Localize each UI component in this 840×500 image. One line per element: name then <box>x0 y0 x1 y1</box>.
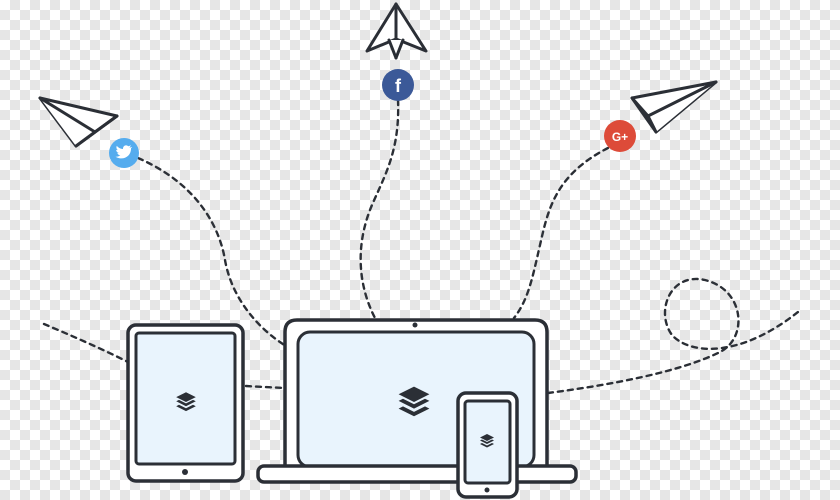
stacked-layers-icon <box>176 392 196 412</box>
stacked-layers-icon <box>398 386 430 417</box>
dashed-path-left <box>42 322 130 364</box>
twitter-badge[interactable] <box>109 138 139 168</box>
laptop-camera <box>412 322 418 328</box>
dashed-path-facebook <box>359 98 400 320</box>
tablet-device <box>126 323 245 483</box>
tablet-home-button <box>182 469 188 475</box>
phone-device <box>456 391 519 499</box>
paper-plane-left-icon <box>38 96 119 148</box>
paper-plane-right-icon <box>630 80 718 134</box>
paper-plane-top-icon <box>365 2 428 60</box>
facebook-f-icon: f <box>395 76 402 96</box>
stacked-layers-icon <box>480 434 494 448</box>
dashed-path-tablet-laptop <box>244 384 286 390</box>
laptop-device <box>256 318 578 484</box>
twitter-bird-icon <box>115 145 132 159</box>
phone-home-button <box>484 487 490 493</box>
dashed-path-twitter <box>136 156 288 348</box>
googleplus-badge[interactable]: G+ <box>604 120 636 152</box>
laptop-base <box>256 464 578 484</box>
dashed-path-googleplus <box>512 146 610 320</box>
google-plus-icon: G+ <box>612 130 628 144</box>
dashed-path-loop <box>546 277 800 395</box>
facebook-badge[interactable]: f <box>382 69 414 101</box>
